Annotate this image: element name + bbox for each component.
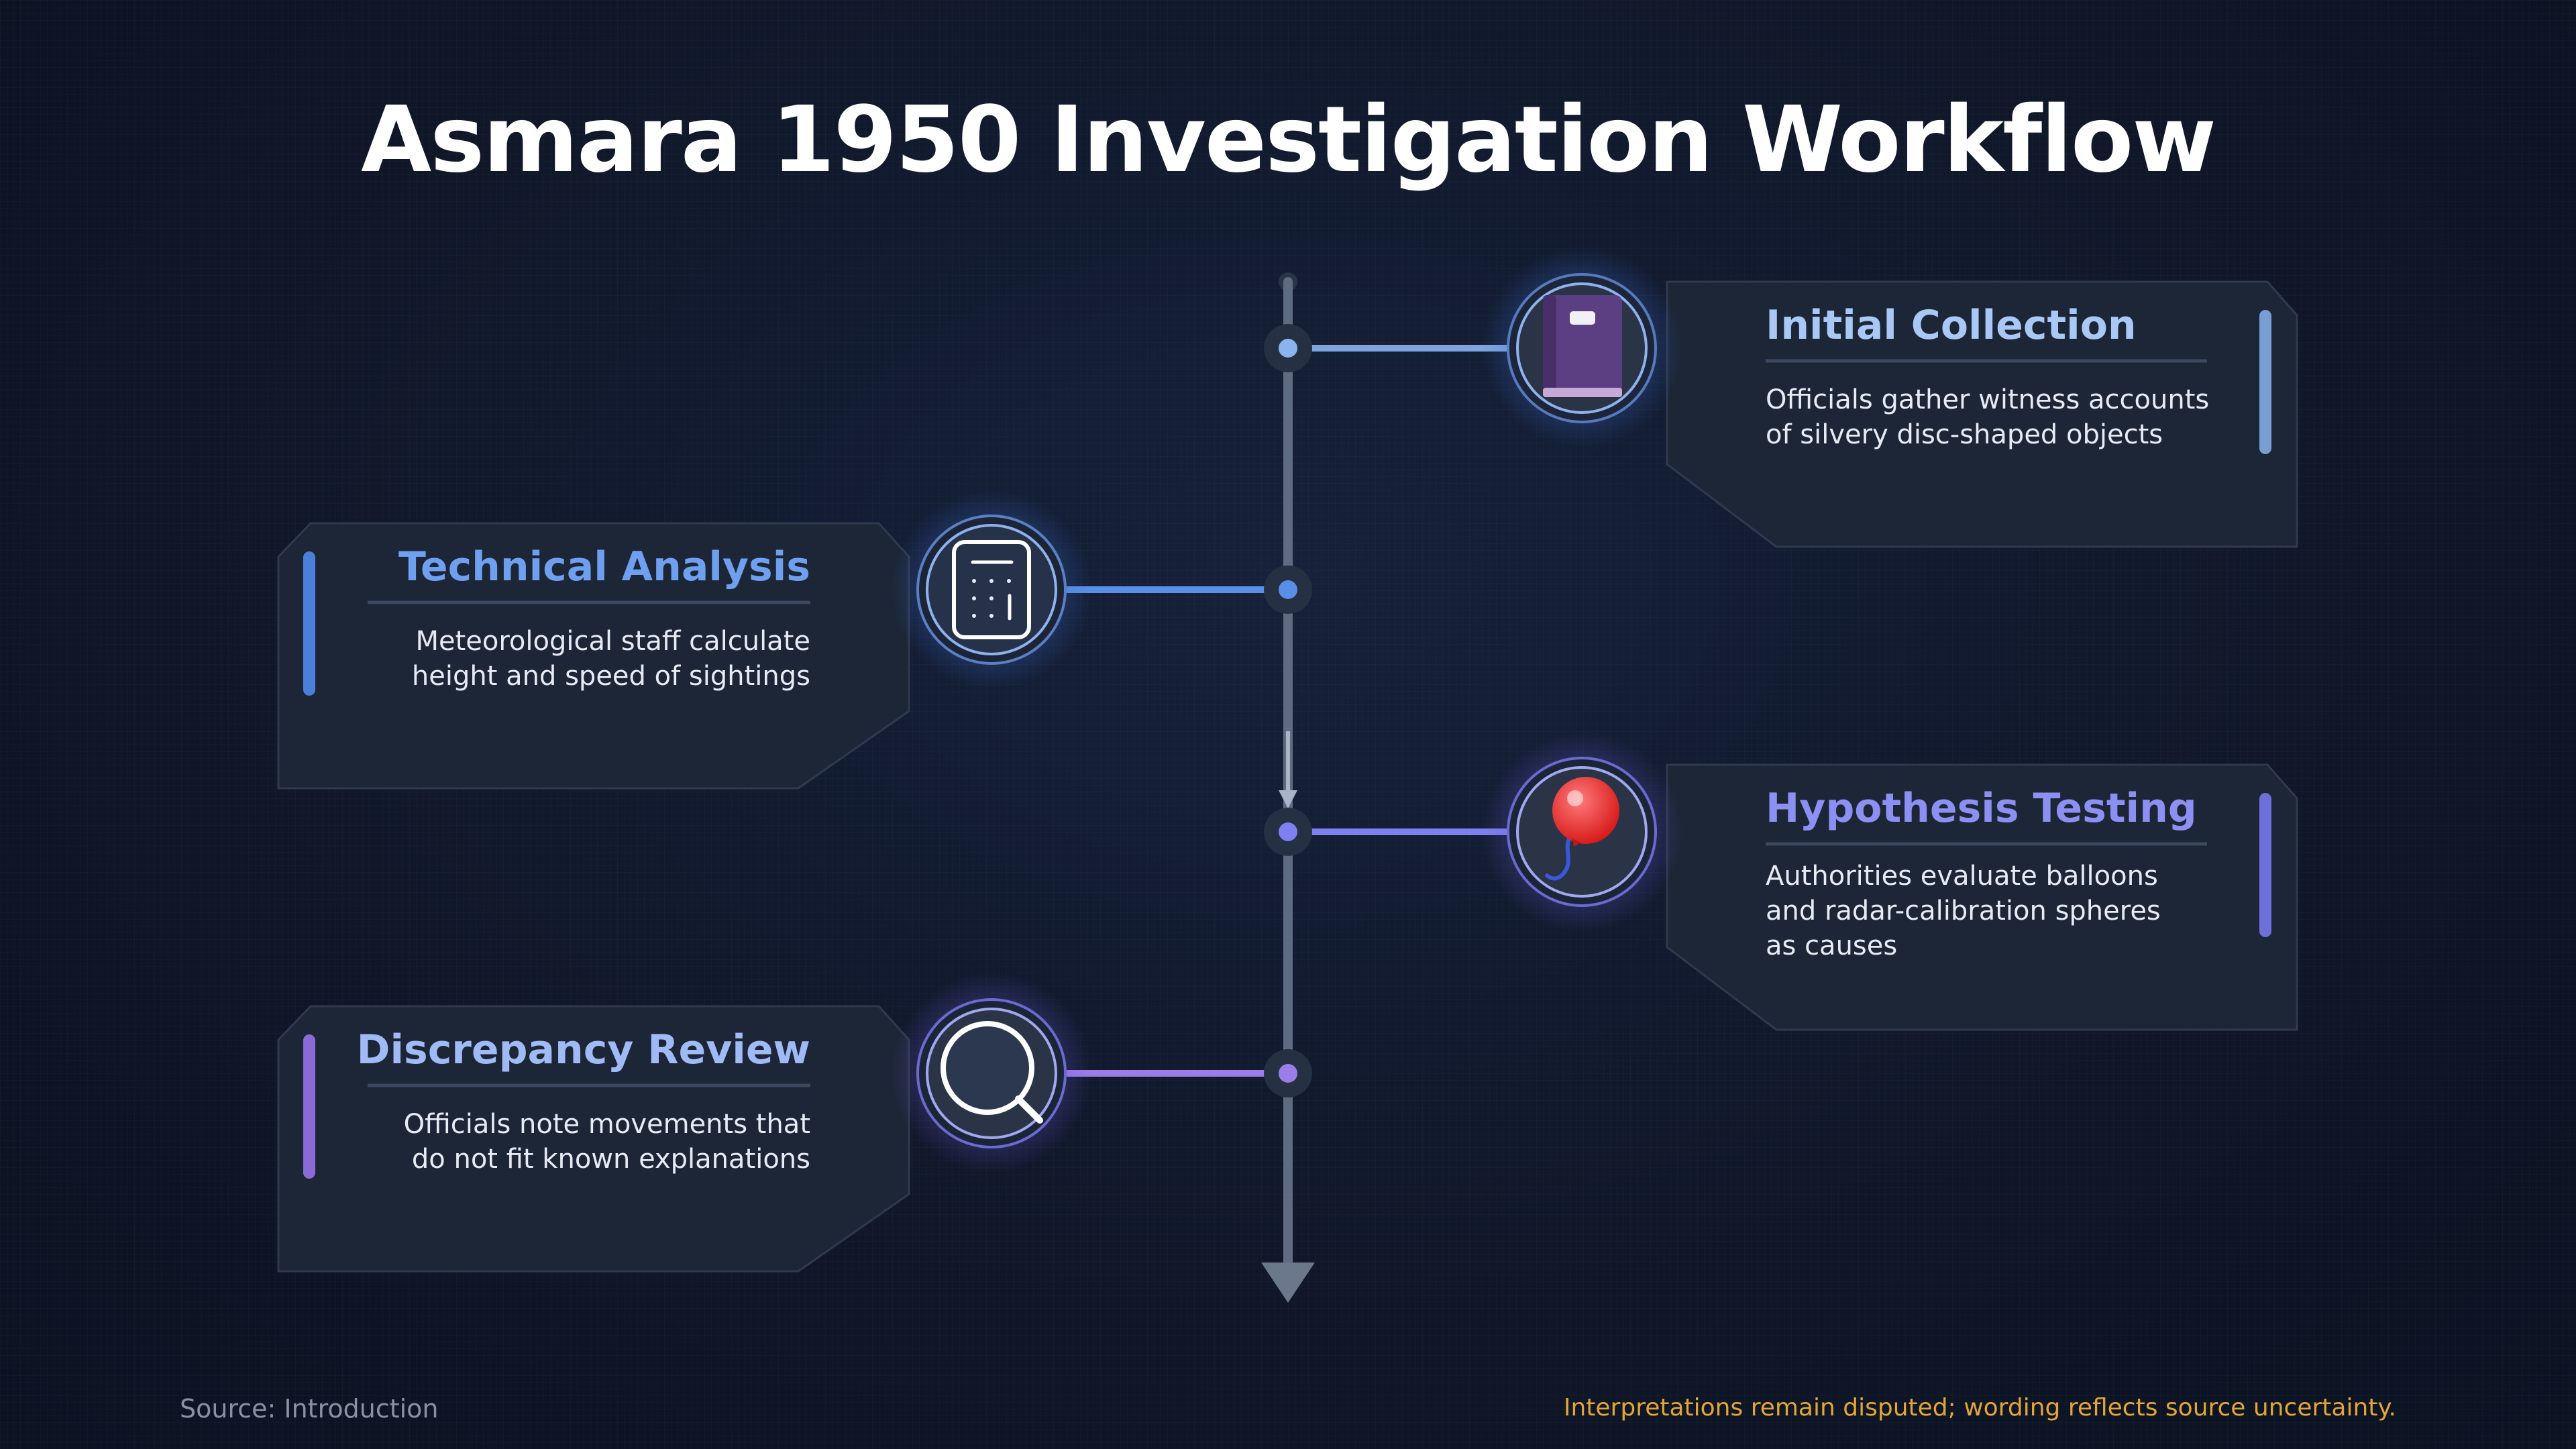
card-accent-bar: [2259, 793, 2271, 937]
book-icon: [1481, 248, 1682, 449]
card-discrepancy-review: [277, 1005, 910, 1273]
card-accent-bar: [303, 1034, 315, 1179]
timeline-spine: [1261, 272, 1315, 1303]
step-title-initial-collection: Initial Collection: [1766, 302, 2137, 349]
calculator-icon: [891, 489, 1092, 690]
step-description-initial-collection: Officials gather witness accounts of sil…: [1766, 384, 2210, 450]
connector-4: [1067, 1049, 1312, 1097]
connector-2: [1067, 566, 1312, 614]
step-title-hypothesis-testing: Hypothesis Testing: [1766, 785, 2197, 832]
flow-arrow: [1279, 790, 1297, 808]
connector-1: [1264, 324, 1509, 372]
magnifier-icon: [891, 973, 1092, 1174]
card-initial-collection: [1666, 280, 2298, 548]
spine-arrow-head: [1261, 1263, 1315, 1303]
step-title-technical-analysis: Technical Analysis: [398, 543, 810, 590]
source-note: Source: Introduction: [180, 1394, 439, 1424]
card-hypothesis-testing: [1666, 763, 2298, 1031]
step-description-technical-analysis: Meteorological staff calculate height an…: [411, 626, 810, 692]
balloon-icon: [1481, 731, 1682, 932]
step-description-hypothesis-testing: Authorities evaluate balloons and radar-…: [1766, 861, 2161, 961]
step-title-discrepancy-review: Discrepancy Review: [356, 1026, 810, 1073]
card-accent-bar: [2259, 310, 2271, 454]
step-description-discrepancy-review: Officials note movements that do not fit…: [403, 1109, 810, 1175]
connector-3: [1264, 808, 1509, 856]
card-accent-bar: [303, 551, 315, 696]
card-technical-analysis: [277, 522, 910, 790]
disclaimer-note: Interpretations remain disputed; wording…: [1563, 1394, 2396, 1421]
page-title: Asmara 1950 Investigation Workflow: [361, 87, 2216, 193]
